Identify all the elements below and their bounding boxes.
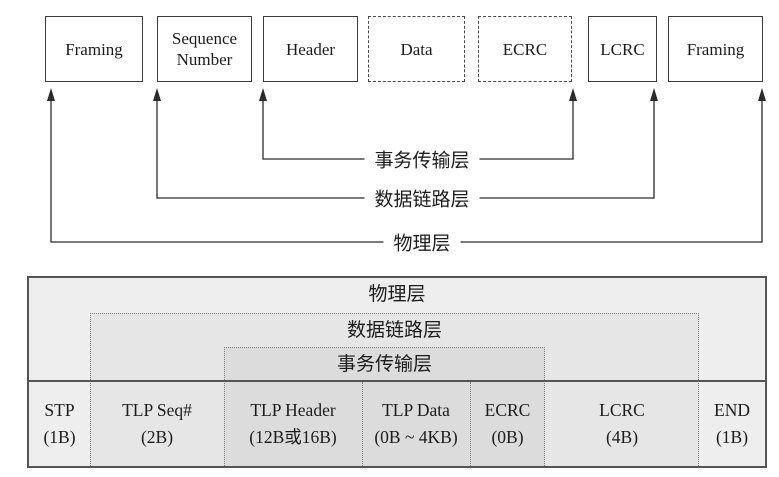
packet-box-label: ECRC	[502, 39, 548, 59]
cell-size: (12B或16B)	[249, 427, 337, 447]
cell-stp: STP (1B)	[29, 382, 90, 466]
datalink-layer-bracket-label: 数据链路层	[364, 184, 480, 212]
cell-lcrc: LCRC (4B)	[545, 382, 699, 466]
layer-table: 物理层 数据链路层 事务传输层 STP (1B) TLP Seq# (2B) T…	[27, 276, 767, 468]
packet-box-lcrc: LCRC	[588, 16, 657, 82]
packet-box-label: Sequence Number	[171, 29, 238, 69]
packet-box-framing-start: Framing	[45, 16, 143, 82]
cell-size: (2B)	[140, 427, 174, 447]
transaction-layer-band-label: 事务传输层	[336, 354, 432, 375]
packet-box-label: Framing	[686, 39, 745, 59]
cell-size: (1B)	[43, 427, 76, 447]
cell-name: TLP Header	[250, 400, 336, 420]
cell-tlp-data: TLP Data (0B ~ 4KB)	[362, 382, 470, 466]
packet-box-label: LCRC	[600, 39, 645, 59]
cell-tlp-seq: TLP Seq# (2B)	[90, 382, 224, 466]
cell-end: END (1B)	[699, 382, 765, 466]
cell-name: TLP Seq#	[122, 400, 192, 420]
cell-size: (0B ~ 4KB)	[374, 427, 458, 447]
up-arrow-icon	[569, 88, 577, 101]
cell-separator	[362, 382, 363, 466]
physical-layer-bracket-label: 物理层	[383, 228, 461, 256]
transaction-layer-region: 事务传输层	[224, 347, 545, 466]
datalink-layer-band-label: 数据链路层	[346, 320, 442, 341]
cell-size: (4B)	[605, 427, 639, 447]
packet-box-label: Header	[285, 39, 336, 59]
packet-box-header: Header	[263, 16, 358, 82]
up-arrow-icon	[259, 88, 267, 101]
packet-box-sequence-number: Sequence Number	[157, 16, 252, 82]
packet-box-framing-end: Framing	[668, 16, 763, 82]
cell-name: ECRC	[484, 400, 531, 420]
physical-layer-band-label: 物理层	[368, 284, 426, 305]
cell-name: TLP Data	[382, 400, 450, 420]
cell-ecrc: ECRC (0B)	[470, 382, 545, 466]
up-arrow-icon	[47, 88, 55, 101]
cell-separator	[470, 382, 471, 466]
packet-fields-row: STP (1B) TLP Seq# (2B) TLP Header (12B或1…	[29, 382, 765, 466]
up-arrow-icon	[650, 88, 658, 101]
cell-size: (0B)	[491, 427, 524, 447]
packet-box-label: Data	[400, 39, 433, 59]
transaction-layer-bracket-label: 事务传输层	[364, 145, 480, 173]
cell-name: STP	[44, 400, 75, 420]
cell-tlp-header: TLP Header (12B或16B)	[224, 382, 362, 466]
packet-box-data: Data	[368, 16, 465, 82]
up-arrow-icon	[758, 88, 766, 101]
packet-flow-diagram: Framing Sequence Number Header Data ECRC…	[45, 16, 766, 256]
table-row-divider	[29, 380, 765, 382]
cell-name: END	[714, 400, 750, 420]
packet-box-label: Framing	[65, 39, 123, 59]
packet-box-ecrc: ECRC	[478, 16, 572, 82]
cell-size: (1B)	[715, 427, 749, 447]
up-arrow-icon	[153, 88, 161, 101]
cell-name: LCRC	[599, 400, 645, 420]
